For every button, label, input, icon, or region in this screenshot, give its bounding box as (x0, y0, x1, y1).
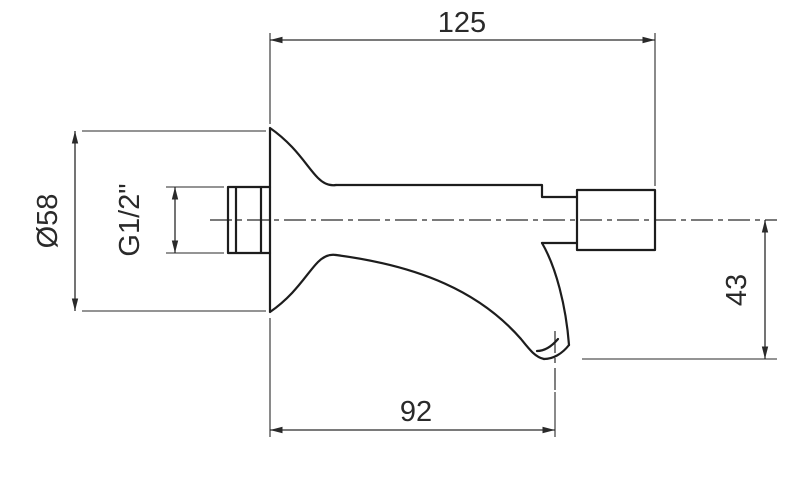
spout-inner-curve (540, 241, 571, 347)
dimension-outlet-reach: 92 (269, 318, 556, 437)
spout-outlet-face (542, 343, 571, 361)
threaded-nipple (226, 185, 272, 255)
dimension-label-flange-diameter: Ø58 (32, 194, 64, 249)
center-lines (210, 219, 777, 392)
dimension-label-thread-size: G1/2" (114, 183, 146, 256)
dimension-label-outlet-reach: 92 (400, 396, 432, 428)
wall-flange (268, 126, 338, 314)
spout-outline (226, 126, 657, 361)
dimension-thread-size: G1/2" (114, 183, 224, 257)
dimension-label-overall-length: 125 (438, 7, 486, 39)
spout-outlet-rim (535, 337, 560, 353)
body-and-end-cap (334, 183, 657, 252)
dimension-label-outlet-drop: 43 (721, 274, 753, 306)
dimension-flange-diameter: Ø58 (32, 130, 266, 312)
spout-outer-curve (334, 253, 546, 361)
dimension-overall-length: 125 (269, 7, 656, 186)
dimension-outlet-drop: 43 (582, 220, 777, 360)
